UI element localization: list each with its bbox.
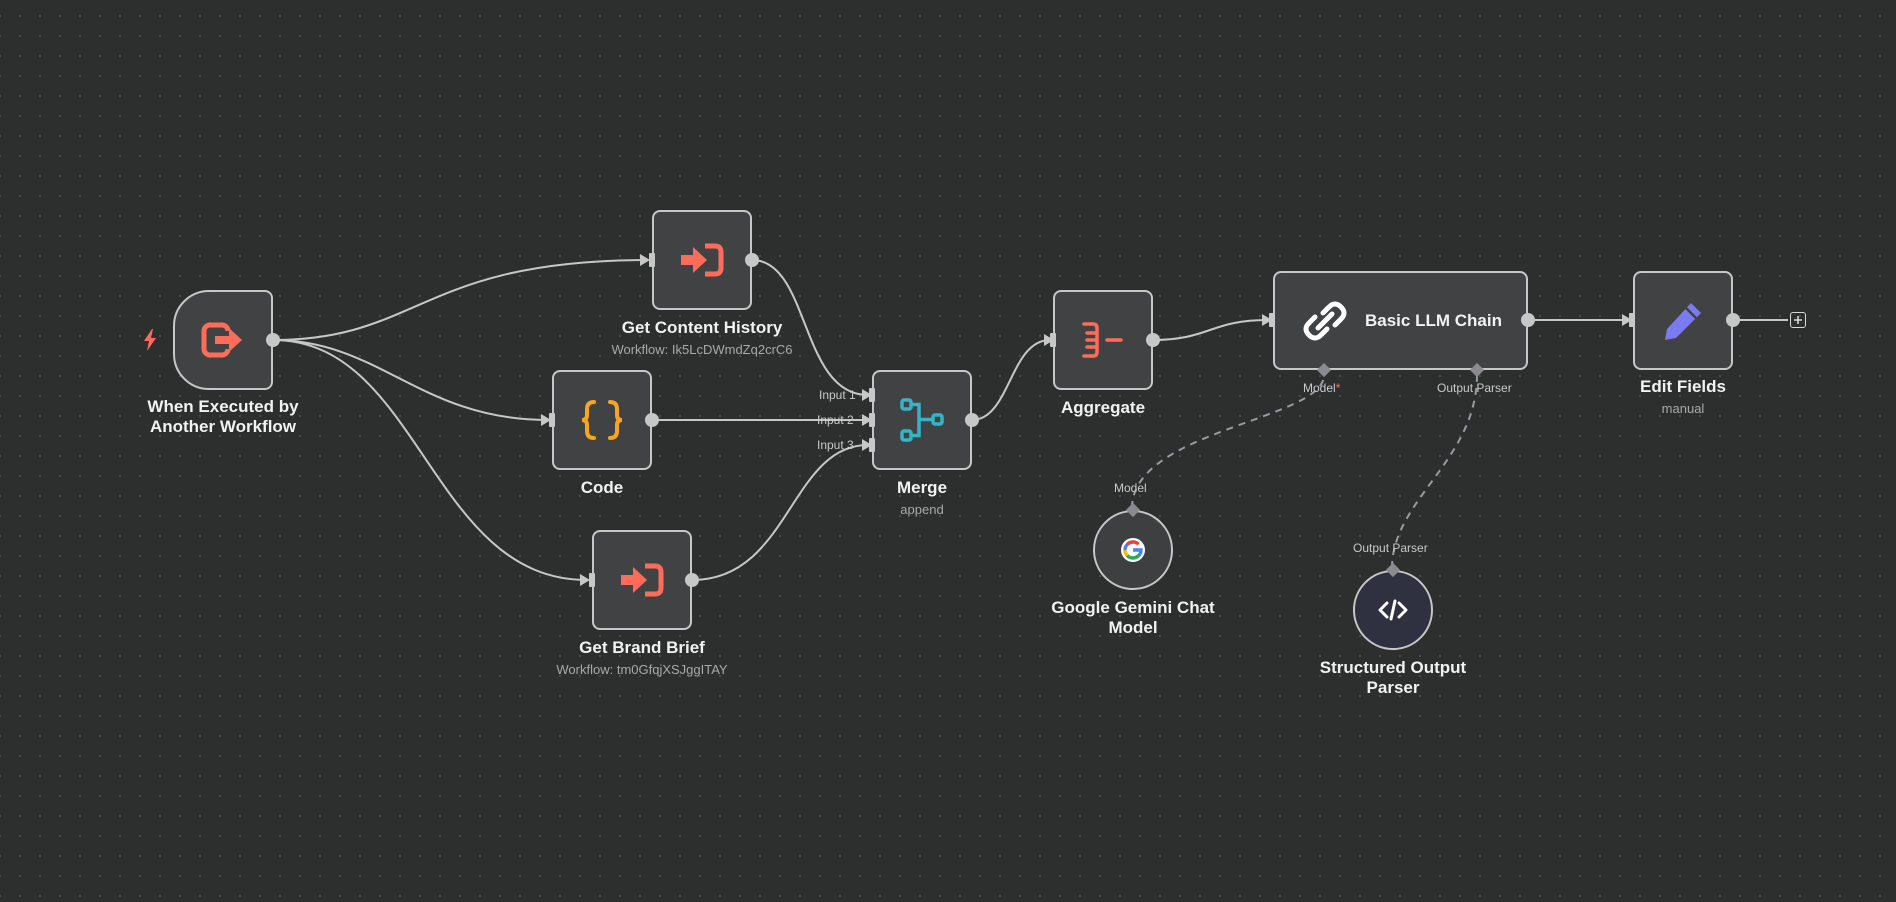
- node-subtitle: manual: [1661, 401, 1705, 416]
- arrow-content-history: [640, 254, 650, 266]
- lightning-bolt-icon: [142, 328, 158, 352]
- arrow-aggregate: [1044, 334, 1054, 346]
- trigger-output-handle[interactable]: [266, 333, 280, 347]
- node-title: Structured Output Parser: [1293, 658, 1493, 698]
- title-line-1: Google Gemini Chat: [1051, 598, 1215, 617]
- merge-input-3-handle[interactable]: [869, 438, 875, 452]
- model-port-label: Model*: [1303, 381, 1340, 395]
- merge-icon: [899, 397, 945, 443]
- node-title: Basic LLM Chain: [1365, 310, 1502, 330]
- node-structured-output-parser[interactable]: [1353, 570, 1433, 650]
- node-get-brand-brief[interactable]: [592, 530, 692, 630]
- required-marker: *: [1335, 381, 1341, 395]
- edge-brand-brief-to-merge: [691, 444, 869, 581]
- arrow-llm-chain: [1262, 314, 1272, 326]
- input-handle[interactable]: [549, 413, 555, 427]
- node-when-executed-by-another-workflow[interactable]: [173, 290, 273, 390]
- node-title: Edit Fields: [1640, 377, 1726, 396]
- node-get-content-history[interactable]: [652, 210, 752, 310]
- model-port-text: Model: [1303, 381, 1336, 395]
- edge-aggregate-to-llm-chain: [1151, 319, 1269, 341]
- edge-trigger-to-brand-brief: [272, 339, 588, 581]
- node-basic-llm-chain[interactable]: Basic LLM Chain: [1273, 271, 1528, 370]
- input-handle[interactable]: [1050, 333, 1056, 347]
- input-handle[interactable]: [1629, 313, 1635, 327]
- braces-icon: [580, 398, 624, 442]
- node-title: When Executed by Another Workflow: [123, 397, 323, 437]
- merge-input-2-label: Input 2: [817, 413, 854, 427]
- code-tag-icon: [1378, 598, 1408, 622]
- node-edit-fields[interactable]: [1633, 271, 1733, 370]
- edge-trigger-to-code: [272, 339, 549, 421]
- pencil-icon: [1661, 299, 1705, 343]
- title-line-2: Parser: [1366, 678, 1420, 697]
- node-subtitle: append: [900, 502, 944, 517]
- arrow-merge-3: [862, 439, 872, 451]
- output-handle[interactable]: [685, 573, 699, 587]
- sign-in-icon: [619, 562, 665, 598]
- title-line-1: When Executed by: [147, 397, 299, 416]
- node-merge[interactable]: [872, 370, 972, 470]
- edge-trigger-to-content-history: [272, 259, 649, 341]
- node-title: Get Brand Brief: [579, 638, 705, 657]
- node-subtitle: Workflow: Ik5LcDWmdZq2crC6: [611, 342, 793, 357]
- title-line-2: Model: [1108, 618, 1158, 637]
- merge-input-3-label: Input 3: [817, 438, 854, 452]
- input-handle[interactable]: [1269, 313, 1275, 327]
- output-handle[interactable]: [645, 413, 659, 427]
- merge-input-1-handle[interactable]: [869, 388, 875, 402]
- arrow-merge-2: [862, 414, 872, 426]
- gemini-port-label: Model: [1114, 481, 1147, 495]
- arrow-edit-fields: [1622, 314, 1632, 326]
- input-handle[interactable]: [589, 573, 595, 587]
- add-node-button[interactable]: [1790, 312, 1806, 328]
- plus-icon: [1794, 316, 1802, 324]
- aggregate-icon: [1081, 320, 1125, 360]
- node-code[interactable]: [552, 370, 652, 470]
- output-parser-port-label: Output Parser: [1437, 381, 1512, 395]
- merge-input-2-handle[interactable]: [869, 413, 875, 427]
- parser-port-label: Output Parser: [1353, 541, 1428, 555]
- edge-parser-to-llm-output: [1391, 374, 1478, 569]
- sign-in-icon: [679, 242, 725, 278]
- edge-content-history-to-merge: [751, 259, 869, 396]
- output-handle[interactable]: [1146, 333, 1160, 347]
- google-g-icon: [1118, 535, 1148, 565]
- node-subtitle: Workflow: tm0GfqjXSJggITAY: [556, 662, 728, 677]
- merge-input-1-label: Input 1: [819, 388, 856, 402]
- output-handle[interactable]: [1521, 313, 1535, 327]
- workflow-exit-icon: [201, 320, 245, 360]
- arrow-merge-1: [862, 389, 872, 401]
- edge-merge-to-aggregate: [971, 339, 1051, 421]
- node-aggregate[interactable]: [1053, 290, 1153, 390]
- output-handle[interactable]: [745, 253, 759, 267]
- output-handle[interactable]: [1726, 313, 1740, 327]
- node-title: Aggregate: [1060, 398, 1146, 417]
- title-line-1: Structured Output: [1319, 658, 1467, 677]
- node-google-gemini-chat-model[interactable]: [1093, 510, 1173, 590]
- output-handle[interactable]: [965, 413, 979, 427]
- edge-gemini-to-llm-model: [1131, 374, 1325, 509]
- node-title: Get Content History: [621, 318, 783, 337]
- arrow-code: [541, 414, 551, 426]
- title-line-2: Another Workflow: [149, 417, 297, 436]
- node-title: Merge: [896, 478, 948, 497]
- link-icon: [1303, 299, 1347, 343]
- input-handle[interactable]: [649, 253, 655, 267]
- node-title: Code: [580, 478, 624, 497]
- node-title: Google Gemini Chat Model: [1033, 598, 1233, 638]
- arrow-brand-brief: [580, 574, 590, 586]
